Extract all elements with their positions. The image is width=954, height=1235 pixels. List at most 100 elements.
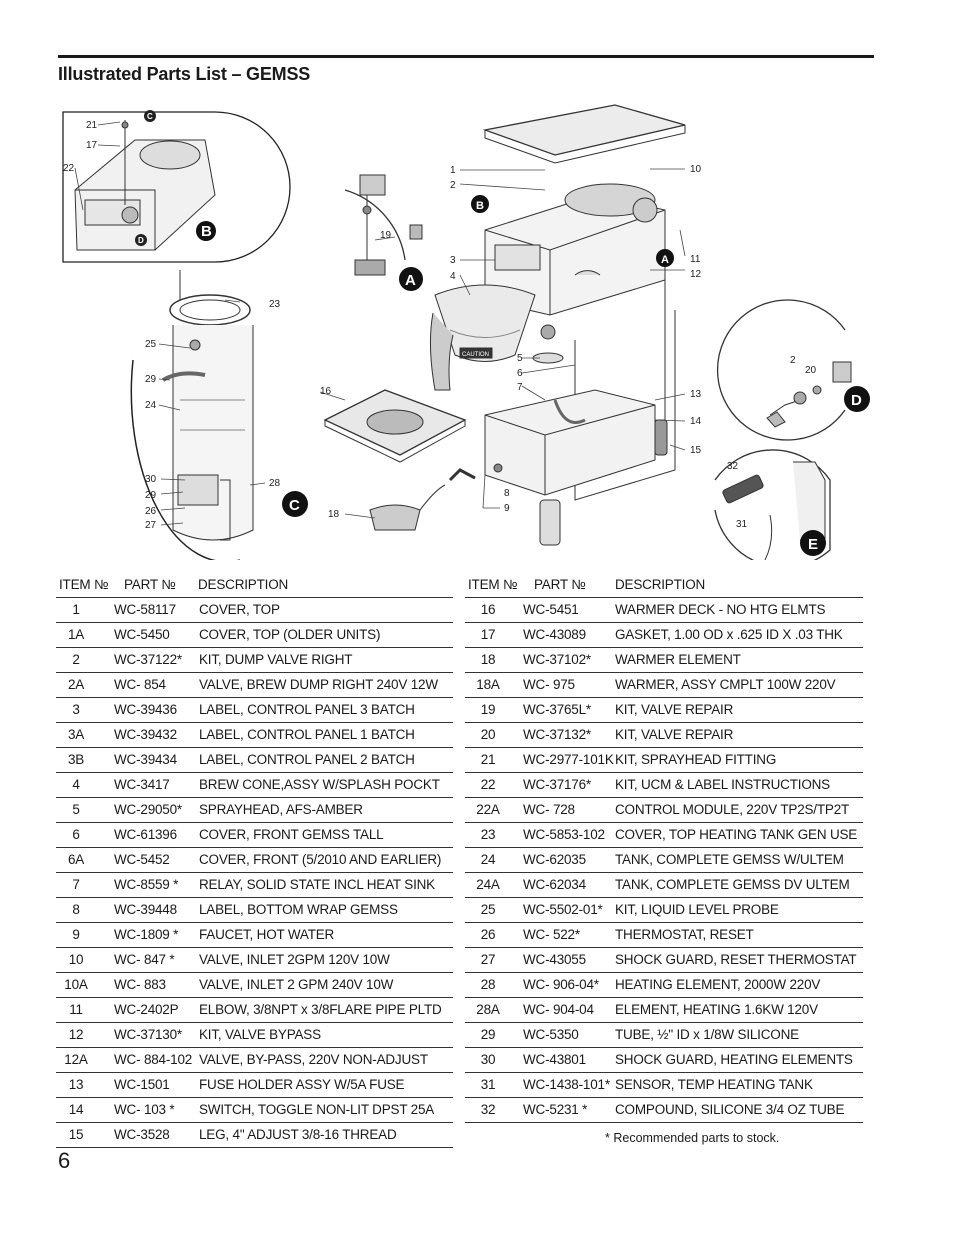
part-number-cell: WC-37130* bbox=[114, 1027, 182, 1042]
part-number-cell: WC-5350 bbox=[523, 1027, 579, 1042]
part-number-cell: WC-61396 bbox=[114, 827, 177, 842]
item-cell: 25 bbox=[480, 902, 496, 917]
svg-text:D: D bbox=[851, 392, 862, 409]
description-cell: LABEL, CONTROL PANEL 1 BATCH bbox=[199, 727, 415, 742]
item-cell: 1A bbox=[67, 627, 85, 642]
item-cell: 20 bbox=[480, 727, 496, 742]
part-number-cell: WC- 847 * bbox=[114, 952, 175, 967]
item-cell: 24 bbox=[480, 852, 496, 867]
part-number-cell: WC- 904-04 bbox=[523, 1002, 594, 1017]
description-cell: COVER, TOP bbox=[199, 602, 280, 617]
footnote: * Recommended parts to stock. bbox=[605, 1131, 780, 1145]
item-cell: 29 bbox=[480, 1027, 496, 1042]
label-8: 8 bbox=[504, 488, 510, 499]
item-cell: 24A bbox=[476, 877, 500, 892]
item-cell: 6 bbox=[72, 827, 80, 842]
label-7: 7 bbox=[517, 382, 523, 393]
description-cell: TANK, COMPLETE GEMSS W/ULTEM bbox=[615, 852, 844, 867]
item-cell: 22 bbox=[480, 777, 496, 792]
item-cell: 28 bbox=[480, 977, 496, 992]
label-13: 13 bbox=[690, 389, 702, 400]
item-cell: 1 bbox=[72, 602, 80, 617]
part-number-cell: WC-29050* bbox=[114, 802, 182, 817]
description-cell: FAUCET, HOT WATER bbox=[199, 927, 335, 942]
label-12: 12 bbox=[690, 269, 702, 280]
description-cell: VALVE, BY-PASS, 220V NON-ADJUST bbox=[199, 1052, 428, 1067]
description-cell: COVER, FRONT (5/2010 AND EARLIER) bbox=[199, 852, 442, 867]
part-number-cell: WC-39448 bbox=[114, 902, 177, 917]
label-31: 31 bbox=[736, 519, 748, 530]
small-arrow-d: D bbox=[135, 234, 147, 246]
description-cell: HEATING ELEMENT, 2000W 220V bbox=[615, 977, 821, 992]
label-30: 30 bbox=[145, 474, 157, 485]
description-cell: ELEMENT, HEATING 1.6KW 120V bbox=[615, 1002, 818, 1017]
part-number-cell: WC-43089 bbox=[523, 627, 586, 642]
label-17: 17 bbox=[86, 140, 98, 151]
exploded-parts-diagram: 21 17 22 23 25 29 24 30 29 28 26 27 19 1… bbox=[62, 104, 870, 560]
table-row: 25 WC-5502-01* KIT, LIQUID LEVEL PROBE bbox=[465, 898, 863, 923]
svg-text:D: D bbox=[138, 236, 144, 245]
item-cell: 12A bbox=[64, 1052, 88, 1067]
page-title: Illustrated Parts List – GEMSS bbox=[58, 64, 311, 84]
svg-text:E: E bbox=[808, 536, 818, 553]
header-item: ITEM № bbox=[59, 577, 109, 592]
description-cell: LEG, 4" ADJUST 3/8-16 THREAD bbox=[199, 1127, 397, 1142]
description-cell: VALVE, BREW DUMP RIGHT 240V 12W bbox=[199, 677, 438, 692]
part-number-cell: WC- 728 bbox=[523, 802, 575, 817]
detail-e-view bbox=[714, 449, 831, 560]
table-row: 28A WC- 904-04 ELEMENT, HEATING 1.6KW 120V bbox=[465, 998, 863, 1023]
description-cell: WARMER DECK - NO HTG ELMTS bbox=[615, 602, 826, 617]
item-cell: 5 bbox=[72, 802, 80, 817]
description-cell: COVER, FRONT GEMSS TALL bbox=[199, 827, 384, 842]
item-cell: 28A bbox=[476, 1002, 500, 1017]
item-cell: 30 bbox=[480, 1052, 496, 1067]
part-number-cell: WC- 906-04* bbox=[523, 977, 599, 992]
svg-text:A: A bbox=[405, 272, 416, 289]
description-cell: CONTROL MODULE, 220V TP2S/TP2T bbox=[615, 802, 850, 817]
label-6: 6 bbox=[517, 368, 523, 379]
description-cell: KIT, SPRAYHEAD FITTING bbox=[615, 752, 777, 767]
description-cell: WARMER ELEMENT bbox=[615, 652, 741, 667]
item-cell: 2 bbox=[72, 652, 80, 667]
part-number-cell: WC-37122* bbox=[114, 652, 182, 667]
label-32: 32 bbox=[727, 461, 739, 472]
header-item: ITEM № bbox=[468, 577, 518, 592]
description-cell: SHOCK GUARD, HEATING ELEMENTS bbox=[615, 1052, 853, 1067]
description-cell: KIT, DUMP VALVE RIGHT bbox=[199, 652, 353, 667]
dump-valve-detail bbox=[344, 174, 423, 276]
page-number: 6 bbox=[58, 1148, 71, 1173]
svg-text:B: B bbox=[201, 223, 212, 240]
description-cell: KIT, LIQUID LEVEL PROBE bbox=[615, 902, 779, 917]
description-cell: SENSOR, TEMP HEATING TANK bbox=[615, 1077, 813, 1092]
table-header: ITEM № PART № DESCRIPTION bbox=[465, 573, 863, 598]
part-number-cell: WC-39436 bbox=[114, 702, 177, 717]
part-number-cell: WC-5502-01* bbox=[523, 902, 603, 917]
part-number-cell: WC- 854 bbox=[114, 677, 166, 692]
item-cell: 3B bbox=[67, 752, 85, 767]
description-cell: SWITCH, TOGGLE NON-LIT DPST 25A bbox=[199, 1102, 435, 1117]
description-cell: LABEL, BOTTOM WRAP GEMSS bbox=[199, 902, 398, 917]
label-11: 11 bbox=[690, 254, 701, 265]
caution-label: CAUTION bbox=[462, 352, 489, 358]
item-cell: 14 bbox=[68, 1102, 84, 1117]
description-cell: KIT, VALVE REPAIR bbox=[615, 727, 734, 742]
